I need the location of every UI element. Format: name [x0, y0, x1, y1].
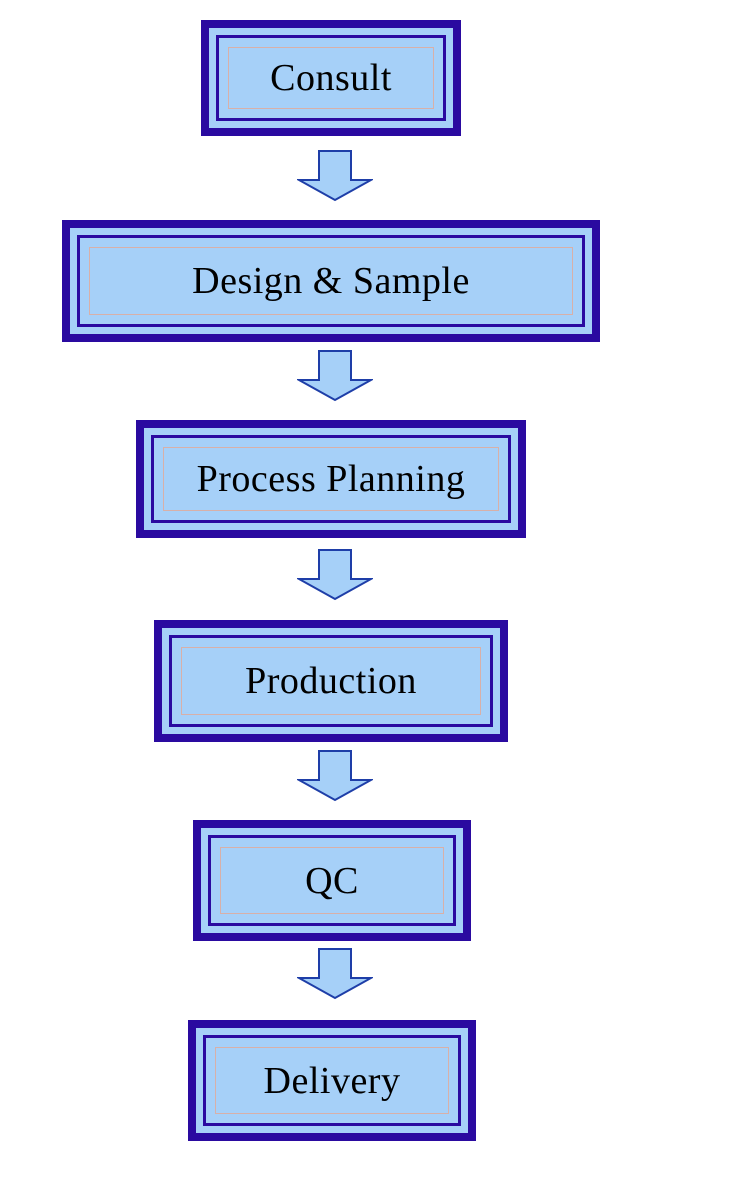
step-label: Design & Sample — [89, 247, 573, 315]
down-arrow-icon — [297, 750, 373, 802]
step-delivery: Delivery — [188, 1020, 476, 1141]
step-label: QC — [220, 847, 444, 914]
step-qc: QC — [193, 820, 471, 941]
step-production: Production — [154, 620, 508, 742]
step-label: Delivery — [215, 1047, 449, 1114]
step-process-planning: Process Planning — [136, 420, 526, 538]
step-label: Process Planning — [163, 447, 499, 511]
step-design-sample: Design & Sample — [62, 220, 600, 342]
step-label: Consult — [228, 47, 434, 109]
down-arrow-icon — [297, 549, 373, 601]
step-consult: Consult — [201, 20, 461, 136]
down-arrow-icon — [297, 350, 373, 402]
step-label: Production — [181, 647, 481, 715]
down-arrow-icon — [297, 948, 373, 1000]
down-arrow-icon — [297, 150, 373, 202]
